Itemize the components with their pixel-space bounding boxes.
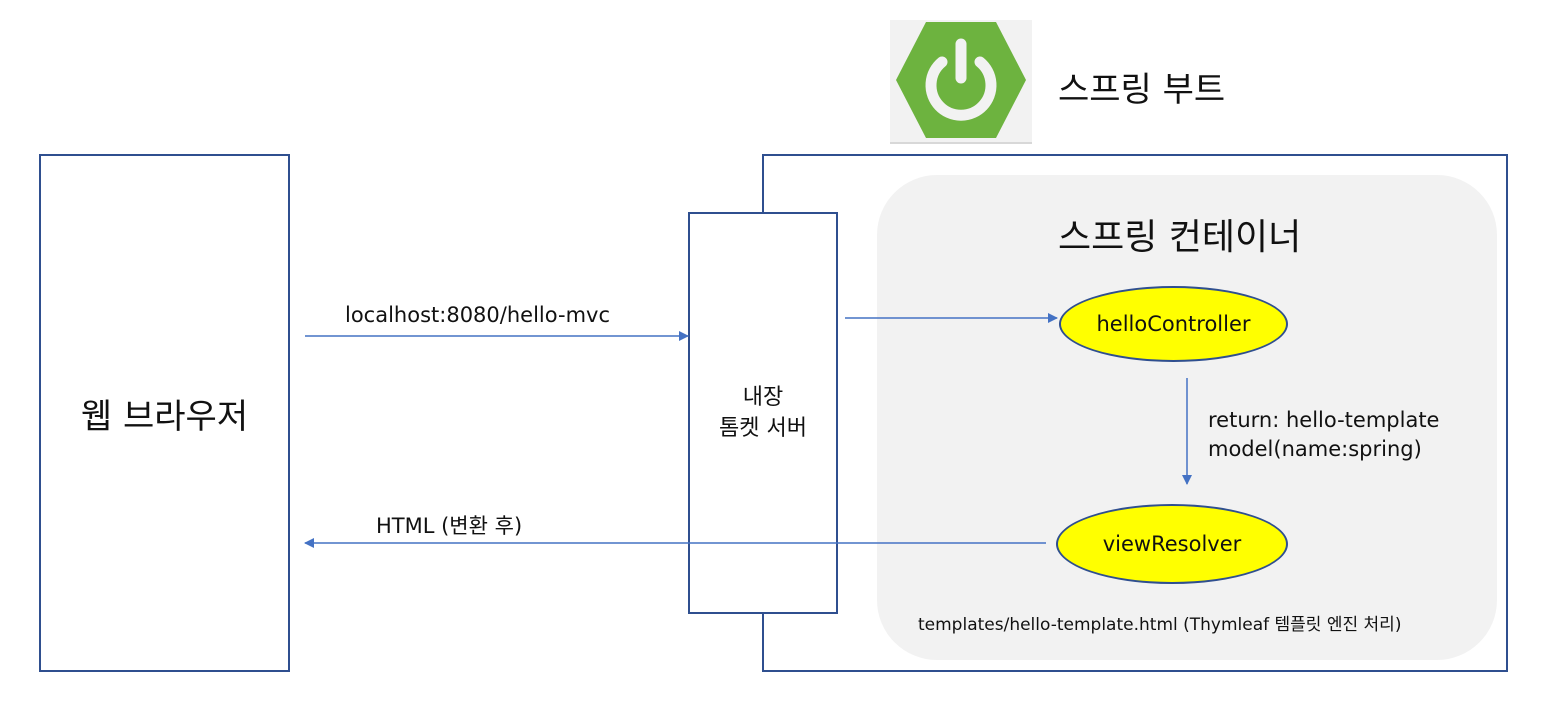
tomcat-label-line2: 톰켓 서버 (719, 416, 807, 441)
response-label: HTML (변환 후) (376, 514, 523, 538)
web-browser-label: 웹 브라우저 (80, 396, 249, 437)
spring-boot-logo (890, 20, 1032, 144)
request-url-label: localhost:8080/hello-mvc (345, 303, 611, 327)
tomcat-server-box: 내장 톰켓 서버 (688, 212, 838, 614)
template-note: templates/hello-template.html (Thymleaf … (918, 615, 1402, 635)
view-resolver-label: viewResolver (1102, 532, 1242, 556)
return-line1: return: hello-template (1208, 408, 1440, 432)
hello-controller-label: helloController (1096, 312, 1251, 336)
return-annotation: return: hello-template model(name:spring… (1208, 406, 1439, 464)
power-icon (896, 22, 1026, 138)
tomcat-label-line1: 내장 (742, 385, 784, 410)
return-line2: model(name:spring) (1208, 437, 1422, 461)
hello-controller-node: helloController (1059, 286, 1288, 362)
view-resolver-node: viewResolver (1056, 504, 1288, 584)
spring-container-title: 스프링 컨테이너 (1058, 217, 1302, 258)
web-browser-box: 웹 브라우저 (39, 154, 290, 672)
spring-boot-label: 스프링 부트 (1058, 70, 1226, 110)
